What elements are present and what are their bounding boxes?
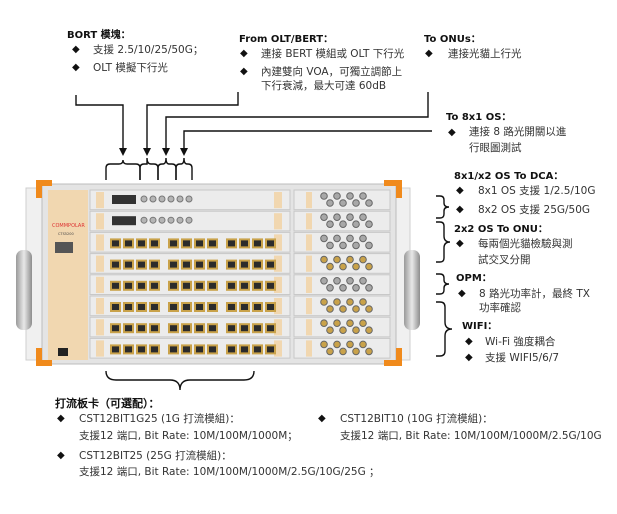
left-card-slot — [89, 231, 291, 253]
from-olt-title: From OLT/BERT： — [239, 34, 334, 45]
right-card-slot — [293, 189, 391, 211]
bullet-icon: ◆ — [57, 450, 65, 461]
left-card-slot — [89, 253, 291, 274]
wifi-title: WIFI： — [462, 321, 498, 332]
opm-title: OPM： — [456, 273, 492, 284]
card-name: CST12BIT1G25 (1G 打流模組)： — [79, 413, 240, 425]
right-card-slot — [293, 274, 391, 296]
wifi-item: Wi-Fi 強度耦合 — [485, 336, 556, 348]
bullet-icon: ◆ — [465, 336, 473, 347]
bort-connector-line — [75, 95, 124, 150]
left-card-slot — [89, 295, 291, 317]
dca-brace — [436, 195, 450, 219]
bullet-icon: ◆ — [465, 352, 473, 363]
bullet-icon: ◆ — [57, 413, 65, 424]
power-switch — [58, 348, 68, 356]
brand-logo: COMMPOLAR — [52, 223, 85, 229]
os-onu-title: 2x2 OS To ONU： — [454, 224, 548, 235]
onus-brace — [157, 157, 177, 180]
opm-item: 8 路光功率計，最終 TX — [479, 288, 590, 300]
arrowhead — [180, 148, 188, 156]
left-card-slot — [89, 189, 291, 211]
corner-guard — [36, 348, 52, 366]
arrowhead — [162, 148, 170, 156]
left-card-slot — [89, 210, 291, 232]
wifi-brace — [436, 301, 453, 357]
corner-guard — [384, 180, 402, 198]
arrowhead — [143, 148, 151, 156]
bullet-icon: ◆ — [458, 288, 466, 299]
os-onu-item: 試交叉分開 — [478, 254, 531, 266]
os-onu-item: 每兩個光貓檢驗與測 — [478, 238, 573, 250]
bullet-icon: ◆ — [72, 44, 80, 55]
cards-brace — [105, 370, 255, 391]
right-card-slot — [293, 253, 391, 274]
bullet-icon: ◆ — [72, 62, 80, 73]
to-8x1-item: 行眼圖測試 — [469, 142, 522, 154]
bort-title: BORT 模塊： — [67, 30, 131, 41]
from-olt-item: 連接 BERT 模組或 OLT 下行光 — [261, 48, 405, 60]
bullet-icon: ◆ — [240, 48, 248, 59]
left-card-slot — [89, 274, 291, 296]
card-name: CST12BIT25 (25G 打流模組)： — [79, 450, 232, 462]
wifi-item: 支援 WIFI5/6/7 — [485, 352, 560, 364]
left-handle — [16, 250, 32, 330]
from-olt-item: 內建雙向 VOA，可獨立調節上 — [261, 66, 403, 78]
os-brace — [175, 157, 193, 180]
from-olt-item: 下行衰減，最大可達 60dB — [261, 80, 387, 92]
bullet-icon: ◆ — [240, 66, 248, 77]
bullet-icon: ◆ — [456, 185, 464, 196]
to-8x1-title: To 8x1 OS： — [446, 112, 512, 123]
opm-brace — [436, 273, 450, 295]
bullet-icon: ◆ — [318, 413, 326, 424]
right-card-slot — [293, 295, 391, 317]
corner-guard — [36, 180, 52, 198]
opm-item: 功率確認 — [479, 302, 521, 314]
right-card-slot — [293, 210, 391, 232]
os-dca-item: 8x1 OS 支援 1/2.5/10G — [478, 185, 596, 197]
card-desc: 支援12 端口, Bit Rate: 10M/100M/1000M/2.5G/1… — [79, 466, 380, 478]
os-dca-title: 8x1/x2 OS To DCA： — [454, 171, 564, 182]
card-desc: 支援12 端口, Bit Rate: 10M/100M/1000M； — [79, 430, 298, 442]
to-onus-item: 連接光貓上行光 — [448, 48, 522, 60]
left-card-slot — [89, 316, 291, 338]
bullet-icon: ◆ — [425, 48, 433, 59]
olt-brace — [139, 157, 159, 180]
bullet-icon: ◆ — [456, 204, 464, 215]
right-card-slot — [293, 316, 391, 338]
to-8x1-item: 連接 8 路光開關以進 — [469, 126, 567, 138]
chassis-image: COMMPOLAR CTS5200 — [16, 180, 420, 366]
bort-brace — [105, 159, 141, 180]
model-label: CTS5200 — [58, 232, 74, 236]
to-onus-title: To ONUs： — [424, 34, 481, 45]
right-handle — [404, 250, 420, 330]
right-card-slot — [293, 231, 391, 253]
card-name: CST12BIT10 (10G 打流模組)： — [340, 413, 493, 425]
to-8x1-connector-line — [183, 130, 432, 150]
card-desc: 支援12 端口, Bit Rate: 10M/100M/1000M/2.5G/1… — [340, 430, 602, 442]
from-olt-connector-line — [146, 92, 239, 150]
onu-brace — [436, 221, 451, 263]
bullet-icon: ◆ — [456, 238, 464, 249]
os-dca-item: 8x2 OS 支援 25G/50G — [478, 204, 591, 216]
display-screen — [55, 242, 73, 253]
to-onus-connector-line — [165, 92, 429, 150]
front-panel — [48, 190, 88, 360]
right-card-slot — [293, 337, 391, 359]
left-card-slot — [89, 337, 291, 359]
cards-title: 打流板卡（可選配）： — [55, 397, 160, 410]
bort-item: 支援 2.5/10/25/50G； — [93, 44, 204, 56]
bullet-icon: ◆ — [448, 127, 456, 138]
bort-item: OLT 模擬下行光 — [93, 62, 168, 74]
corner-guard — [384, 348, 402, 366]
arrowhead — [119, 148, 127, 156]
